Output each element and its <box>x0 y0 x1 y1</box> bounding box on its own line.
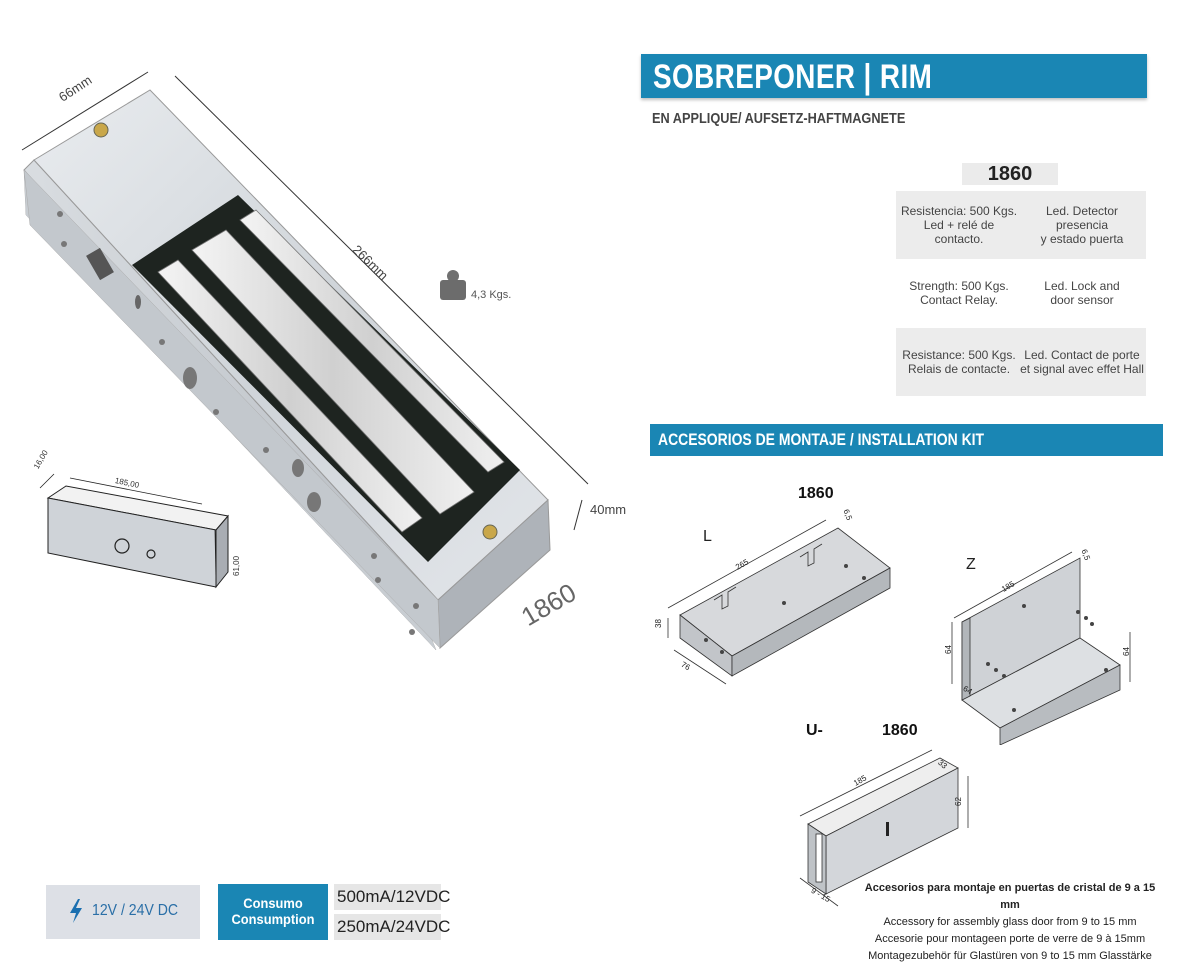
spec-fr-right: Led. Contact de porte et signal avec eff… <box>1020 348 1144 376</box>
l-bracket-dim-height: 38 <box>654 619 663 628</box>
z-bracket-label: Z <box>966 556 976 573</box>
accessories-note-en: Accessory for assembly glass door from 9… <box>883 916 1137 928</box>
consumption-label-en: Consumption <box>231 911 315 927</box>
u-bracket-drawing <box>799 749 969 907</box>
consumption-value-12v: 500mA/12VDC <box>334 884 450 910</box>
z-bracket-drawing <box>951 551 1131 745</box>
spec-row-fr: Resistance: 500 Kgs. Relais de contacte.… <box>896 328 1146 396</box>
accessories-model: 1860 <box>798 485 834 502</box>
page-subtitle: EN APPLIQUE/ AUFSETZ-HAFTMAGNETE <box>652 110 906 127</box>
accessories-note-de: Montagezubehör für Glastüren von 9 to 15… <box>868 950 1152 962</box>
electromagnet-illustration <box>21 71 589 651</box>
lightning-icon <box>70 899 82 923</box>
consumption-label-box: Consumo Consumption <box>218 884 328 940</box>
page-title: SOBREPONER | RIM <box>653 58 933 96</box>
l-bracket-drawing <box>667 519 891 685</box>
accessories-note-fr: Accesorie pour montageen porte de verre … <box>874 933 1146 945</box>
accessories-note-es: Accesorios para montaje en puertas de cr… <box>864 882 1156 911</box>
voltage-box: 12V / 24V DC <box>46 885 200 939</box>
u-bracket-model: 1860 <box>882 722 918 739</box>
u-bracket-dim-height: 62 <box>954 797 963 806</box>
spec-en-left: Strength: 500 Kgs. Contact Relay. <box>909 279 1009 307</box>
spec-es-left: Resistencia: 500 Kgs. Led + relé de cont… <box>900 204 1018 246</box>
l-bracket-label: L <box>703 528 712 545</box>
title-bar: SOBREPONER | RIM <box>641 54 1147 98</box>
weight-icon <box>440 270 466 300</box>
spec-fr-left: Resistance: 500 Kgs. Relais de contacte. <box>902 348 1016 376</box>
weight-label: 4,3 Kgs. <box>471 289 512 301</box>
u-bracket-label: U- <box>806 722 823 739</box>
z-bracket-dim-right: 64 <box>1122 647 1131 656</box>
accessories-title: ACCESORIOS DE MONTAJE / INSTALLATION KIT <box>658 430 985 449</box>
armature-dim-height: 61,00 <box>232 555 241 576</box>
spec-row-es: Resistencia: 500 Kgs. Led + relé de cont… <box>896 191 1146 259</box>
consumption-value-24v: 250mA/24VDC <box>334 914 450 940</box>
accessories-note: Accesorios para montaje en puertas de cr… <box>860 880 1160 965</box>
spec-row-en: Strength: 500 Kgs. Contact Relay. Led. L… <box>896 259 1146 327</box>
z-bracket-dim-left: 64 <box>944 645 953 654</box>
spec-en-right: Led. Lock and door sensor <box>1044 279 1120 307</box>
model-number: 1860 <box>962 163 1058 185</box>
accessories-bar: ACCESORIOS DE MONTAJE / INSTALLATION KIT <box>650 424 1163 456</box>
spec-es-right: Led. Detector presencia y estado puerta <box>1040 204 1124 246</box>
voltage-label: 12V / 24V DC <box>92 902 179 919</box>
dim-height-label: 40mm <box>590 502 627 517</box>
armature-plate-illustration <box>39 473 229 589</box>
consumption-label-es: Consumo <box>243 895 303 911</box>
